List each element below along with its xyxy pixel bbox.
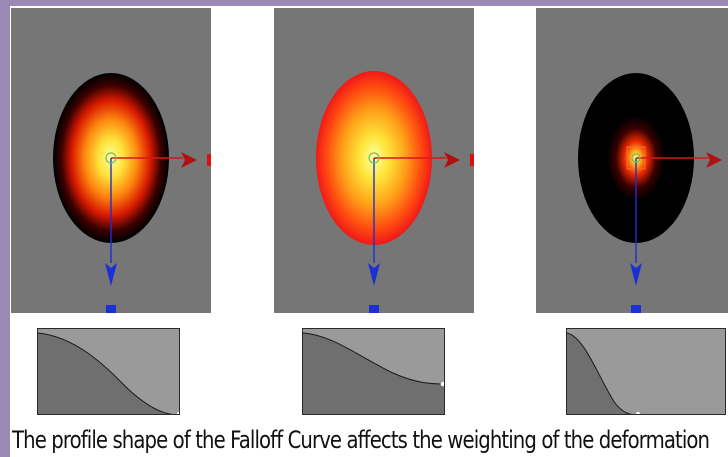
pivot-icon[interactable]	[631, 153, 641, 163]
viewport-1-svg	[53, 73, 211, 313]
viewport-3-svg	[578, 73, 722, 313]
x-axis-handle[interactable]	[470, 154, 474, 166]
y-axis-arrow-icon	[105, 263, 117, 286]
figure-caption: The profile shape of the Falloff Curve a…	[12, 426, 710, 454]
curve-point-icon[interactable]	[176, 411, 181, 416]
falloff-curve[interactable]	[38, 333, 179, 415]
falloff-curve[interactable]	[303, 333, 444, 415]
x-axis-arrow-icon	[706, 152, 722, 168]
pivot-icon[interactable]	[368, 152, 380, 164]
falloff-curve-graph-broad[interactable]	[302, 328, 445, 415]
x-axis-arrow-icon	[181, 152, 197, 168]
y-axis-handle[interactable]	[631, 305, 641, 313]
pivot-icon[interactable]	[105, 152, 117, 164]
viewport-linear-falloff	[11, 8, 211, 313]
curve-point-icon[interactable]	[440, 381, 446, 387]
y-axis-arrow-icon	[368, 263, 380, 286]
y-axis-handle[interactable]	[369, 305, 379, 313]
viewport-2-svg	[316, 71, 474, 313]
curve-2-svg	[303, 329, 446, 415]
x-axis-arrow-icon	[444, 152, 460, 168]
x-axis-handle[interactable]	[207, 154, 211, 166]
curve-1-svg	[38, 329, 181, 416]
curve-point-icon[interactable]	[635, 411, 641, 416]
y-axis-arrow-icon	[630, 263, 642, 286]
viewport-broad-falloff	[274, 8, 474, 313]
curve-3-svg	[567, 329, 725, 416]
y-axis-handle[interactable]	[106, 305, 116, 313]
falloff-curve-graph-linear[interactable]	[37, 328, 180, 415]
viewport-sharp-falloff	[536, 8, 728, 313]
falloff-curve-graph-sharp[interactable]	[566, 328, 726, 415]
figure-canvas: The profile shape of the Falloff Curve a…	[10, 6, 728, 457]
